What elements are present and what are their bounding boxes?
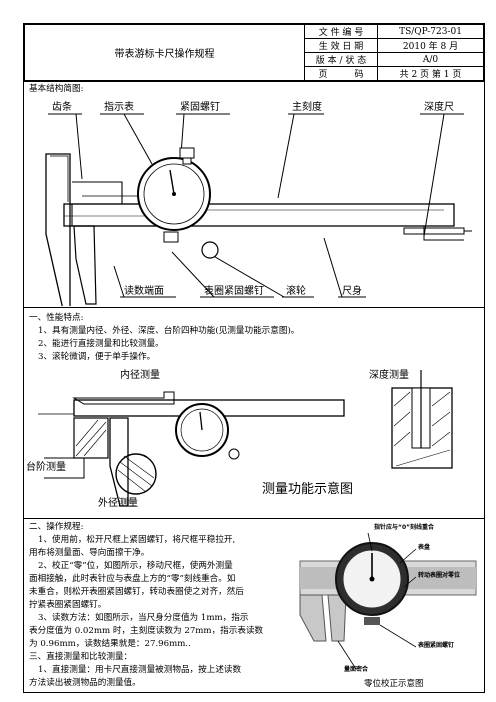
page-value: 共 2 页 第 1 页 [377, 66, 484, 81]
label-reading-face: 读数端面 [124, 284, 164, 297]
label-depth-rod: 深度尺 [424, 100, 454, 113]
operation-line-12: 方法读出被测物品的测量值。 [29, 678, 141, 688]
operation-line-2: 用布将测量面、导向面擦干净。 [29, 548, 150, 558]
operation-line-5: 未重合，则松开表圈紧固螺钉，转动表圈使之对齐，然后 [29, 587, 244, 597]
operation-line-7: 3、读数方法：如图所示，当尺身分度值为 1mm，指示 [38, 613, 249, 623]
doc-number-value: TS/QP-723-01 [377, 24, 484, 39]
label-lock-screw: 紧固螺钉 [180, 101, 220, 113]
features-section: 一、性能特点: 1、具有测量内径、外径、深度、台阶四种功能(见测量功能示意图)。… [24, 307, 484, 518]
structure-heading: 基本结构简图: [29, 84, 84, 94]
label-dial: 指示表 [104, 100, 134, 113]
operation-line-6: 拧紧表圈紧固螺钉。 [29, 600, 107, 610]
note-needle-zero: 指针应与“0”刻线重合 [374, 523, 435, 531]
document-title: 带表游标卡尺操作规程 [24, 24, 305, 81]
feature-item-2: 2、能进行直接测量和比较测量。 [38, 339, 164, 349]
features-heading: 一、性能特点: [29, 313, 84, 323]
version-value: A/0 [377, 52, 484, 67]
measurement-function-diagram: 内径测量 深度测量 台阶测量 外径测量 测量功能示意图 [26, 368, 453, 509]
feature-item-1: 1、具有测量内径、外径、深度、台阶四种功能(见测量功能示意图)。 [38, 326, 300, 336]
dial-needle [169, 169, 175, 195]
diagram-caption: 测量功能示意图 [262, 481, 353, 497]
caliper-structure-diagram: 齿条 指示表 紧固螺钉 主刻度 深度尺 读数端面 表圈紧固螺钉 滚轮 尺身 [45, 100, 472, 306]
note-bezel-screw: 表圈紧固螺钉 [417, 641, 454, 649]
dial-gauge-small [175, 403, 229, 457]
note-dial-face: 表盘 [417, 543, 430, 551]
document-header: 带表游标卡尺操作规程 文 件 编 号 TS/QP-723-01 生 效 日 期 … [24, 24, 484, 81]
label-main-scale: 主刻度 [292, 100, 322, 113]
note-rotate-bezel: 转动表圈对零位 [418, 571, 460, 579]
operation-line-9: 为 0.96mm，读数结果就是：27.96mm.. [29, 639, 191, 649]
doc-number-label: 文 件 编 号 [304, 24, 378, 39]
procedure-sheet: 带表游标卡尺操作规程 文 件 编 号 TS/QP-723-01 生 效 日 期 … [23, 23, 485, 693]
version-label: 版 本 / 状 态 [304, 52, 378, 67]
label-roller: 滚轮 [286, 284, 306, 297]
operation-line-1: 1、使用前，松开尺框上紧固螺钉，将尺框平稳拉开, [38, 535, 236, 545]
zero-calibration-diagram: 指针应与“0”刻线重合 表盘 转动表圈对零位 表圈紧固螺钉 量面密合 零位校正示… [299, 523, 477, 689]
label-inner-measure: 内径测量 [120, 368, 160, 381]
page-label: 页 码 [304, 66, 378, 81]
effective-date-label: 生 效 日 期 [304, 38, 378, 53]
operation-line-11: 1、直接测量：用卡尺直接测量被测物品，按上述读数 [38, 665, 242, 675]
label-step-measure: 台阶测量 [26, 460, 66, 473]
operation-line-10: 三、直接测量和比较测量： [29, 652, 133, 662]
note-jaw-close: 量面密合 [344, 665, 369, 673]
operation-line-8: 表分度值为 0.02mm 时，主刻度读数为 27mm，指示表读数 [29, 626, 264, 636]
roller-wheel [201, 241, 219, 259]
label-tooth: 齿条 [52, 100, 72, 113]
label-dial-lock-screw: 表圈紧固螺钉 [204, 284, 264, 297]
operation-section: 二、操作规程: 1、使用前，松开尺框上紧固螺钉，将尺框平稳拉开, 用布将测量面、… [24, 518, 484, 695]
label-body: 尺身 [342, 284, 362, 297]
operation-line-4: 面相接触，此时表针应与表盘上方的“零”刻线重合。如 [29, 574, 236, 584]
effective-date-value: 2010 年 8 月 [377, 38, 484, 53]
operation-line-3: 2、校正“零”位，如图所示，移动尺框，使两外测量 [38, 561, 233, 571]
zero-calibration-caption: 零位校正示意图 [364, 678, 424, 689]
structure-section: 基本结构简图: 齿条 指示表 紧固螺钉 主刻度 深度尺 读数端面 表圈紧固螺钉 … [24, 81, 484, 307]
feature-item-3: 3、滚轮微调，便于单手操作。 [38, 352, 156, 362]
label-depth-measure: 深度测量 [369, 368, 409, 381]
operation-heading: 二、操作规程: [29, 522, 84, 532]
